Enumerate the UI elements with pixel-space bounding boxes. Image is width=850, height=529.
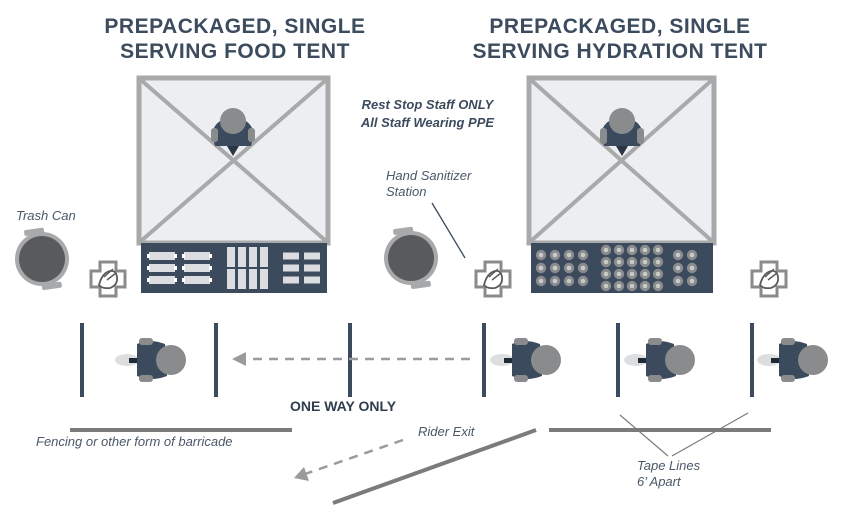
hydration-tent (526, 75, 717, 293)
tape-leader-right (671, 412, 749, 457)
person-icon (211, 108, 255, 156)
food-tent-title-line2: SERVING FOOD TENT (120, 40, 350, 63)
trash-can-icon (384, 226, 438, 289)
hand-sanitizer-label-line1: Hand Sanitizer (386, 168, 472, 183)
tape-leader-left (619, 414, 669, 457)
hydration-tent-title: PREPACKAGED, SINGLE SERVING HYDRATION TE… (455, 14, 785, 64)
hydration-tent-title-line2: SERVING HYDRATION TENT (472, 40, 768, 63)
food-tent (136, 75, 331, 293)
sanitizer-leader-line (431, 202, 466, 259)
hand-sanitizer-icon (474, 260, 512, 298)
hand-sanitizer-label-line2: Station (386, 184, 427, 199)
food-tent-title-line1: PREPACKAGED, SINGLE (104, 15, 366, 38)
person-icon (600, 108, 644, 156)
tape-lines-label-line2: 6’ Apart (637, 474, 681, 489)
fencing-barricade-diagonal (332, 428, 537, 505)
hand-sanitizer-icon (750, 260, 788, 298)
fencing-label: Fencing or other form of barricade (36, 434, 233, 449)
staff-note-line1: Rest Stop Staff ONLY (361, 97, 494, 112)
hydration-tent-title-line1: PREPACKAGED, SINGLE (489, 15, 751, 38)
hand-sanitizer-icon (89, 260, 127, 298)
rider-exit-label: Rider Exit (418, 424, 475, 439)
tape-lines-label-line1: Tape Lines (637, 458, 701, 473)
fencing-barricade-left (70, 428, 292, 432)
person-icon (490, 338, 561, 382)
trash-can-label: Trash Can (16, 208, 76, 223)
hand-sanitizer-label: Hand Sanitizer Station (386, 168, 471, 200)
staff-note: Rest Stop Staff ONLY All Staff Wearing P… (335, 96, 520, 132)
one-way-arrow (232, 352, 470, 366)
rider-exit-arrow (294, 438, 404, 481)
person-icon (757, 338, 828, 382)
person-icon (624, 338, 695, 382)
person-icon (115, 338, 186, 382)
trash-can-icon (15, 227, 69, 290)
one-way-label: ONE WAY ONLY (290, 398, 397, 414)
staff-note-line2: All Staff Wearing PPE (360, 115, 495, 130)
tape-lines-label: Tape Lines 6’ Apart (637, 458, 700, 490)
food-tent-title: PREPACKAGED, SINGLE SERVING FOOD TENT (90, 14, 380, 64)
fencing-barricade-right (549, 428, 771, 432)
